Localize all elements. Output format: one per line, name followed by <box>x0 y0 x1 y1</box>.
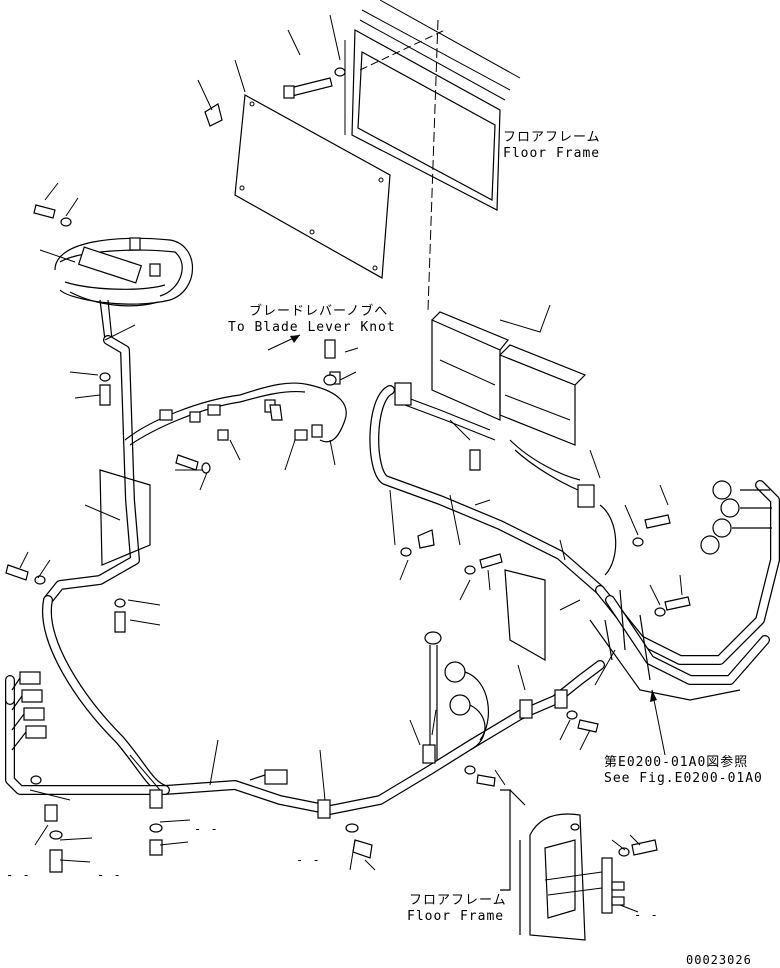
dash-mark: - - <box>296 853 321 867</box>
harness-main <box>5 335 605 815</box>
hardware-right <box>400 449 691 617</box>
connectors-left-bottom <box>11 671 47 751</box>
dash-mark: - - <box>634 908 659 922</box>
floor-frame-top-label-jp: フロアフレーム <box>503 130 601 145</box>
floor-frame-top <box>344 0 521 311</box>
floor-frame-top-label-en: Floor Frame <box>503 146 601 161</box>
washer-top <box>334 67 346 77</box>
harness-upper-left <box>54 237 193 341</box>
blade-lever-label-en: To Blade Lever Knot <box>228 320 396 335</box>
dash-mark: - - <box>194 822 219 836</box>
floor-frame-bottom-label-jp: フロアフレーム <box>409 893 507 908</box>
blade-lever-arrow <box>267 334 301 351</box>
washer-bolt-center-left <box>5 339 337 633</box>
dash-mark: - - <box>6 868 31 882</box>
clamps-right <box>504 569 651 681</box>
cover-plate <box>234 94 391 279</box>
brackets-bottom <box>44 689 568 822</box>
harness-branch-center <box>124 371 347 446</box>
bolt-top <box>283 77 333 99</box>
harness-far-right <box>589 480 780 701</box>
blade-lever-label-jp: ブレードレバーノブへ <box>249 304 389 319</box>
hardware-bottom-right <box>611 839 658 906</box>
bolt-upper-left <box>33 204 72 227</box>
controller-boxes <box>431 311 587 446</box>
see-fig-label-en: See Fig.E0200-01A0 <box>604 771 763 786</box>
bolt-left-top <box>204 103 223 127</box>
dash-mark: - - <box>97 868 122 882</box>
drawing-number: 00023026 <box>686 953 752 967</box>
floor-frame-bottom-label-en: Floor Frame <box>407 909 505 924</box>
floor-frame-bottom <box>500 789 613 941</box>
see-fig-label-jp: 第E0200-01A0図参照 <box>604 755 749 770</box>
hardware-bottom <box>30 710 599 873</box>
harness-right-center <box>369 382 617 595</box>
clamp-plate-left <box>99 469 151 566</box>
connectors-center-bottom <box>249 631 489 785</box>
